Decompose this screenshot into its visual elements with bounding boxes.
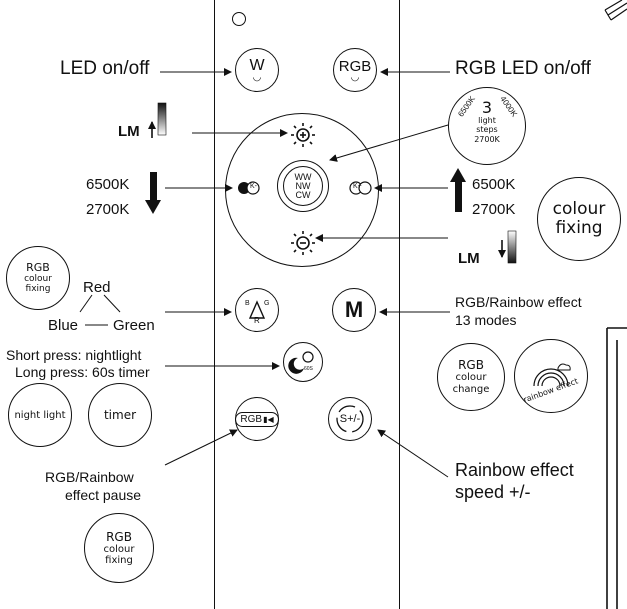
temp-down-arrow-icon	[145, 172, 161, 214]
temp-up-arrow-icon	[450, 168, 466, 212]
ww-label: WW	[294, 171, 312, 182]
rgb-colour-change-line2: colour	[455, 371, 487, 383]
rainbow-effect-badge: rainbow effect	[514, 339, 588, 413]
rgb-colour-fixing-top-line3: fixing	[25, 284, 51, 294]
rgb-rainbow-effect-label: RGB/Rainbow effect	[455, 294, 582, 310]
lm-down-icon	[498, 230, 517, 264]
power-arc-icon: ◡	[350, 71, 360, 83]
rgb-colour-fixing-top-line1: RGB	[26, 261, 50, 274]
long-press-label: Long press: 60s timer	[15, 364, 150, 380]
led-onoff-label: LED on/off	[60, 58, 150, 79]
rgb-rainbow-pause-label-1: RGB/Rainbow	[45, 469, 134, 485]
light-steps-k-left: 6500K	[456, 94, 477, 119]
timer-text: timer	[103, 408, 137, 422]
brightness-down-icon	[291, 231, 315, 255]
speed-button[interactable]: S+/-	[328, 397, 372, 441]
light-steps-badge: 6500K 4000K 3 light steps 2700K	[448, 87, 526, 165]
colour-cycle-r-label: R	[254, 316, 260, 325]
k-left-top-label: 6500K	[86, 176, 130, 193]
light-steps-line1: light	[478, 116, 496, 125]
colour-cycle-b-label: B	[245, 300, 250, 307]
rgb-led-onoff-label: RGB LED on/off	[455, 58, 591, 79]
rgb-colour-change-line1: RGB	[458, 357, 484, 372]
rgb-pause-label: RGB	[240, 413, 263, 425]
rgb-colour-fixing-top-line2: colour	[24, 274, 52, 284]
k-right-bottom-label: 2700K	[472, 201, 516, 218]
k-left-bottom-label: 2700K	[86, 201, 130, 218]
rgb-colour-change-line3: change	[452, 383, 490, 395]
brightness-up-icon	[291, 123, 315, 147]
color-temp-cycle-button[interactable]: WW NW CW	[277, 160, 329, 212]
nw-label: NW	[295, 180, 311, 191]
colour-fixing-line2: fixing	[555, 218, 603, 238]
mode-button-label: M	[344, 297, 364, 322]
k-minus-icon	[238, 181, 260, 195]
k-minus-label: K-	[250, 183, 257, 190]
short-press-label: Short press: nightlight	[6, 347, 142, 363]
leader-light-steps	[329, 124, 449, 162]
lm-up-icon	[148, 102, 167, 138]
timer-badge: timer	[88, 383, 152, 447]
color-temp-cycle-inner: WW NW CW	[283, 166, 323, 206]
colour-cycle-icon	[248, 300, 266, 319]
rgb-colour-fixing-badge-top: RGB colour fixing	[6, 246, 70, 310]
rgb-pause-inner: RGB ▮◀	[235, 411, 279, 427]
rgb-colour-fixing-badge-bottom: RGB colour fixing	[84, 513, 154, 583]
colour-cycle-button[interactable]	[235, 288, 279, 332]
rgb-colour-fixing-bottom-line1: RGB	[106, 529, 132, 544]
leader-speed	[377, 429, 449, 478]
w-button-label: W	[249, 57, 265, 74]
modes-label: 13 modes	[455, 312, 517, 328]
rainbow-icon	[533, 363, 571, 386]
colour-cycle-g-label: G	[264, 300, 270, 307]
tree-line-right	[103, 294, 121, 313]
red-label: Red	[83, 279, 111, 296]
lm-up-label: LM	[118, 123, 140, 140]
colour-fixing-line1: colour	[552, 199, 606, 219]
rgb-pause-button[interactable]: RGB ▮◀	[235, 397, 279, 441]
speed-rotate-icon	[336, 405, 364, 433]
leader-rgb-pause	[164, 429, 238, 466]
k-right-top-label: 6500K	[472, 176, 516, 193]
colour-fixing-badge: colour fixing	[537, 177, 621, 261]
rainbow-speed-label-2: speed +/-	[455, 482, 531, 502]
rainbow-speed-label-1: Rainbow effect	[455, 460, 574, 480]
remote-hanger-hole	[232, 12, 246, 26]
light-steps-line2: steps	[476, 125, 498, 134]
tree-line-left	[79, 294, 93, 313]
green-label: Green	[113, 317, 155, 334]
light-steps-number: 3	[481, 98, 493, 117]
cw-label: CW	[295, 189, 311, 200]
light-steps-k-bottom: 2700K	[474, 135, 500, 144]
w-button[interactable]: W ◡	[235, 48, 279, 92]
power-arc-icon: ◡	[252, 72, 262, 83]
timer-60s-label: 60S	[304, 366, 313, 372]
rgb-colour-fixing-bottom-line3: fixing	[105, 554, 133, 566]
timer-clock-icon	[302, 351, 314, 363]
moon-icon	[288, 357, 304, 374]
corner-hatched-icon	[604, 0, 627, 21]
pause-icon: ▮◀	[263, 414, 274, 424]
rgb-colour-change-badge: RGB colour change	[437, 343, 505, 411]
lm-down-label: LM	[458, 250, 480, 267]
night-light-badge: night light	[8, 383, 72, 447]
rgb-rainbow-pause-label-2: effect pause	[65, 487, 142, 503]
k-plus-label: K+	[353, 183, 362, 190]
k-plus-icon	[349, 181, 372, 195]
rgb-button[interactable]: RGB ◡	[333, 48, 377, 92]
night-light-text: night light	[14, 409, 66, 421]
rgb-colour-fixing-bottom-line2: colour	[103, 543, 135, 555]
blue-label: Blue	[48, 317, 79, 334]
side-frame	[606, 327, 627, 609]
mode-button[interactable]: M	[332, 288, 376, 332]
speed-button-label: S+/-	[339, 413, 361, 425]
rgb-button-label: RGB	[338, 57, 372, 75]
